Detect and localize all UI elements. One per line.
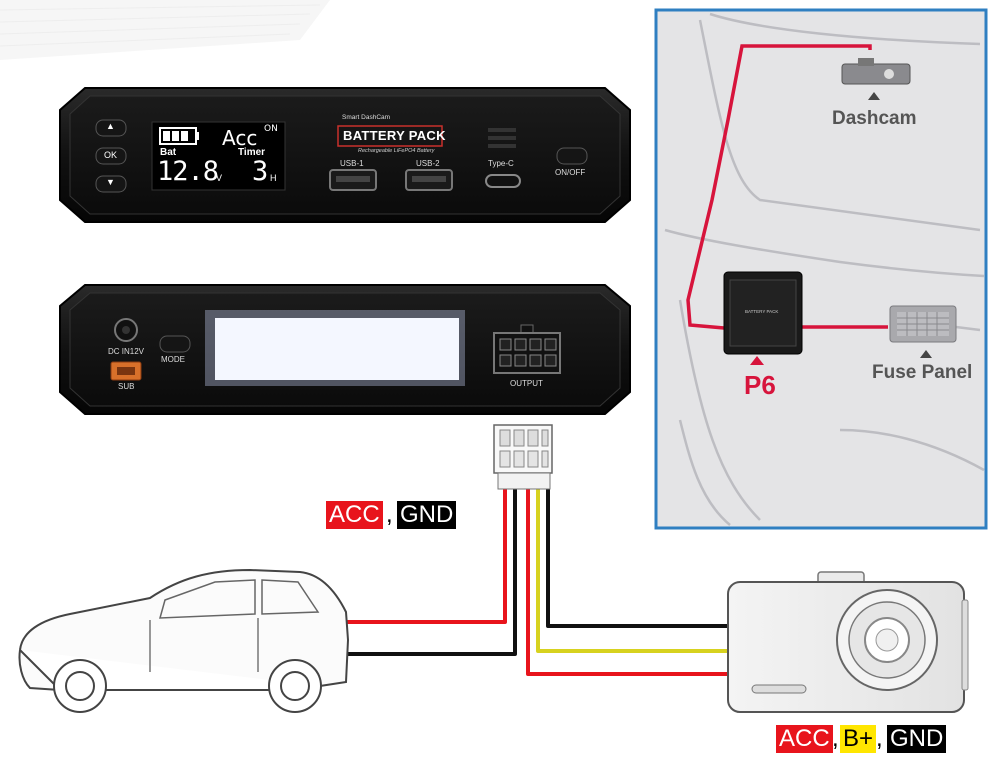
battery-level-icon (159, 127, 199, 145)
wire-gnd-cam (546, 488, 728, 628)
brand-small: Smart DashCam (342, 114, 391, 121)
brand-badge (337, 125, 443, 147)
inset-wire (686, 44, 888, 330)
inset-fuse-panel-label: Fuse Panel (872, 362, 973, 383)
ok-button-label: OK (104, 150, 118, 160)
cam-separator-1: , (832, 725, 839, 752)
inset-dashcam-label: Dashcam (832, 108, 917, 129)
down-button[interactable] (95, 175, 127, 193)
inset-dashcam (841, 58, 911, 100)
light-window (205, 310, 465, 386)
dashcam-illustration (727, 571, 969, 713)
ok-button[interactable] (95, 147, 127, 165)
battery-pack-front (59, 87, 631, 223)
lcd-timer-label: Timer (238, 147, 266, 158)
cam-separator-2: , (876, 725, 883, 752)
output-label: OUTPUT (510, 379, 543, 388)
up-button-label: ▲ (106, 121, 115, 131)
wire-bplus-cam (536, 488, 728, 653)
lcd-mode: Acc (222, 126, 258, 150)
lcd-timer-value: 3 (252, 156, 269, 187)
typec-port (485, 174, 521, 188)
usb2-label: USB-2 (416, 159, 440, 168)
wire-acc-car (346, 488, 507, 624)
car-illustration (18, 568, 350, 713)
sub-label: SUB (118, 382, 135, 391)
down-button-label: ▼ (106, 177, 115, 187)
background-pattern (0, 0, 330, 60)
inset-battery-label: BATTERY PACK (745, 309, 779, 314)
car-separator: , (386, 501, 393, 528)
power-button[interactable] (556, 147, 588, 165)
typec-label: Type-C (488, 159, 514, 168)
brand-title: BATTERY PACK (343, 128, 446, 143)
dc-in-label: DC IN12V (108, 347, 145, 356)
usb2-port (405, 169, 453, 191)
lcd-state: ON (264, 124, 278, 134)
usb1-label: USB-1 (340, 159, 364, 168)
installation-inset (654, 8, 988, 530)
inset-battery-pack (723, 271, 803, 365)
lcd-voltage-unit: V (216, 173, 223, 183)
inset-fuse-panel (889, 305, 957, 358)
cam-acc-tag: ACC (776, 725, 833, 753)
lcd-display (151, 121, 286, 191)
cam-bplus-tag: B+ (840, 725, 877, 753)
brand-subtitle: Rechargeable LiFePO4 Battery (358, 148, 435, 154)
mode-button[interactable] (159, 335, 191, 353)
cam-gnd-tag: GND (887, 725, 947, 753)
up-button[interactable] (95, 119, 127, 137)
wire-harness (346, 488, 728, 676)
car-gnd-tag: GND (397, 501, 457, 529)
lcd-voltage: 12.8 (157, 156, 219, 187)
output-plug (493, 424, 553, 490)
usb1-port (329, 169, 377, 191)
dc-in-jack (114, 318, 138, 342)
wire-gnd-car (346, 488, 517, 656)
lcd-bat-label: Bat (160, 147, 177, 158)
sub-port (110, 361, 142, 381)
speaker-grille (488, 128, 516, 148)
wire-acc-cam (526, 488, 728, 676)
power-button-label: ON/OFF (555, 168, 586, 177)
output-connector (493, 324, 561, 374)
inset-p6-label: P6 (744, 370, 776, 400)
lcd-timer-unit: H (270, 173, 277, 183)
mode-button-label: MODE (161, 355, 185, 364)
car-acc-tag: ACC (326, 501, 383, 529)
